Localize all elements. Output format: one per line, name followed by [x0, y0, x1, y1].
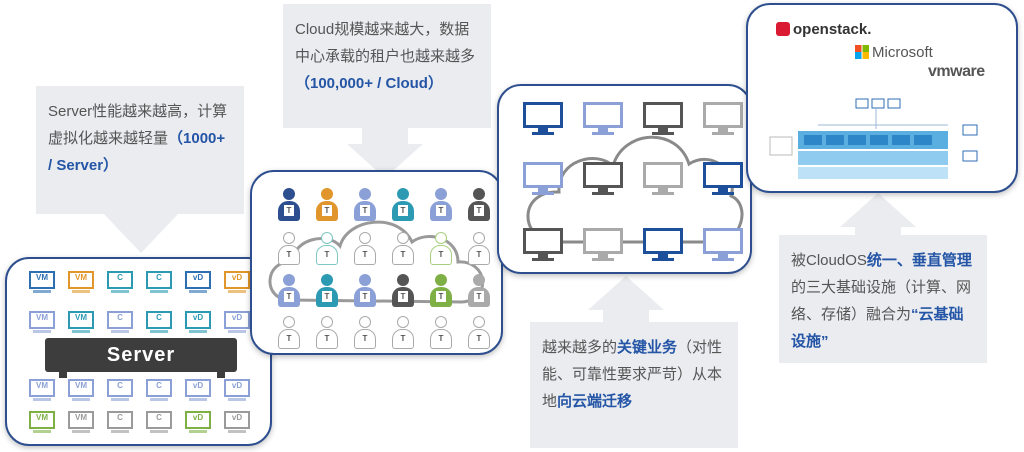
cloudos-arrow	[840, 193, 916, 227]
vm-icon: C	[107, 411, 133, 433]
app-monitor-icon	[583, 102, 623, 136]
business-arrow	[588, 276, 664, 310]
vm-icon: VM	[29, 311, 55, 333]
vmware-logo: vmware	[928, 63, 985, 80]
microsoft-icon	[855, 45, 869, 59]
app-monitor-icon	[583, 162, 623, 196]
server-arrow-stem	[118, 196, 164, 216]
server-foot	[217, 372, 225, 378]
server-foot	[59, 372, 67, 378]
cloud-callout-highlight: （100,000+ / Cloud）	[295, 75, 443, 92]
tenant-person-icon: T	[468, 188, 490, 222]
cloudos-callout-text: 被CloudOS统一、垂直管理的三大基础设施（计算、网络、存储）融合为“云基础设…	[791, 252, 972, 350]
cloudos-panel: openstack. Microsoft vmware	[746, 3, 1018, 193]
tenant-person-icon: T	[316, 232, 338, 266]
server-callout: Server性能越来越高，计算 虚拟化越来越轻量（1000+ / Server）	[36, 86, 244, 214]
tenant-person-icon: T	[354, 232, 376, 266]
business-arrow-stem	[603, 309, 649, 323]
tenant-person-icon: T	[392, 274, 414, 308]
vm-icon: C	[146, 411, 172, 433]
vm-icon: vD	[224, 271, 250, 293]
cloud-callout-line1: Cloud规模越来越大，数据	[295, 21, 470, 38]
vm-icon: C	[107, 311, 133, 333]
vm-icon: C	[146, 311, 172, 333]
tenant-person-icon: T	[354, 316, 376, 350]
vm-icon: VM	[68, 311, 94, 333]
vm-icon: C	[146, 379, 172, 401]
vm-icon: vD	[224, 379, 250, 401]
business-callout: 越来越多的关键业务（对性能、可靠性要求严苛）从本地向云端迁移	[530, 322, 738, 448]
tenant-person-icon: T	[468, 232, 490, 266]
vm-icon: C	[107, 379, 133, 401]
tenant-person-icon: T	[430, 274, 452, 308]
server-callout-highlight: （1000+ / Server）	[48, 130, 226, 174]
infrastructure-diagram	[769, 98, 978, 179]
microsoft-logo: Microsoft	[855, 44, 933, 61]
tenant-person-icon: T	[278, 232, 300, 266]
app-monitor-icon	[643, 228, 683, 262]
tenant-person-icon: T	[430, 232, 452, 266]
tenant-person-icon: T	[468, 316, 490, 350]
business-callout-text: 越来越多的关键业务（对性能、可靠性要求严苛）从本地向云端迁移	[542, 339, 723, 410]
vm-icon: VM	[29, 271, 55, 293]
tenant-person-icon: T	[430, 188, 452, 222]
app-monitor-icon	[703, 162, 743, 196]
vm-icon: vD	[185, 311, 211, 333]
app-monitor-icon	[703, 102, 743, 136]
vm-icon: vD	[224, 311, 250, 333]
vm-icon: vD	[185, 271, 211, 293]
server-callout-line1: Server性能越来越高，计算	[48, 103, 228, 120]
server-callout-line2: 虚拟化越来越轻量（1000+ / Server）	[48, 130, 226, 174]
vm-icon: VM	[68, 271, 94, 293]
tenant-person-icon: T	[278, 274, 300, 308]
apps-panel	[497, 84, 752, 274]
cloudos-arrow-stem	[855, 226, 901, 236]
app-monitor-icon	[523, 228, 563, 262]
vm-icon: vD	[185, 411, 211, 433]
vm-icon: VM	[29, 379, 55, 401]
tenant-person-icon: T	[392, 188, 414, 222]
tenant-person-icon: T	[316, 188, 338, 222]
tenant-person-icon: T	[430, 316, 452, 350]
tenant-person-icon: T	[354, 188, 376, 222]
vm-icon: VM	[68, 411, 94, 433]
cloud-arrow-stem	[362, 127, 408, 145]
openstack-icon	[776, 22, 790, 36]
tenant-person-icon: T	[392, 316, 414, 350]
tenant-person-icon: T	[316, 316, 338, 350]
cloud-outline	[526, 135, 744, 244]
tenant-person-icon: T	[278, 316, 300, 350]
app-monitor-icon	[523, 102, 563, 136]
app-monitor-icon	[643, 102, 683, 136]
cloud-callout: Cloud规模越来越大，数据 中心承载的租户也越来越多 （100,000+ / …	[283, 4, 491, 128]
tenant-person-icon: T	[316, 274, 338, 308]
openstack-logo: openstack.	[776, 21, 871, 38]
server-label: Server	[45, 338, 237, 372]
tenant-person-icon: T	[354, 274, 376, 308]
cloud-callout-line2: 中心承载的租户也越来越多	[295, 48, 476, 65]
vm-icon: vD	[224, 411, 250, 433]
vm-icon: vD	[185, 379, 211, 401]
tenant-person-icon: T	[278, 188, 300, 222]
vm-icon: VM	[68, 379, 94, 401]
vm-icon: VM	[29, 411, 55, 433]
app-monitor-icon	[643, 162, 683, 196]
app-monitor-icon	[523, 162, 563, 196]
tenant-person-icon: T	[468, 274, 490, 308]
vm-icon: C	[146, 271, 172, 293]
vm-icon: C	[107, 271, 133, 293]
app-monitor-icon	[583, 228, 623, 262]
server-arrow	[103, 213, 179, 253]
app-monitor-icon	[703, 228, 743, 262]
cloudos-callout: 被CloudOS统一、垂直管理的三大基础设施（计算、网络、存储）融合为“云基础设…	[779, 235, 987, 363]
tenant-person-icon: T	[392, 232, 414, 266]
